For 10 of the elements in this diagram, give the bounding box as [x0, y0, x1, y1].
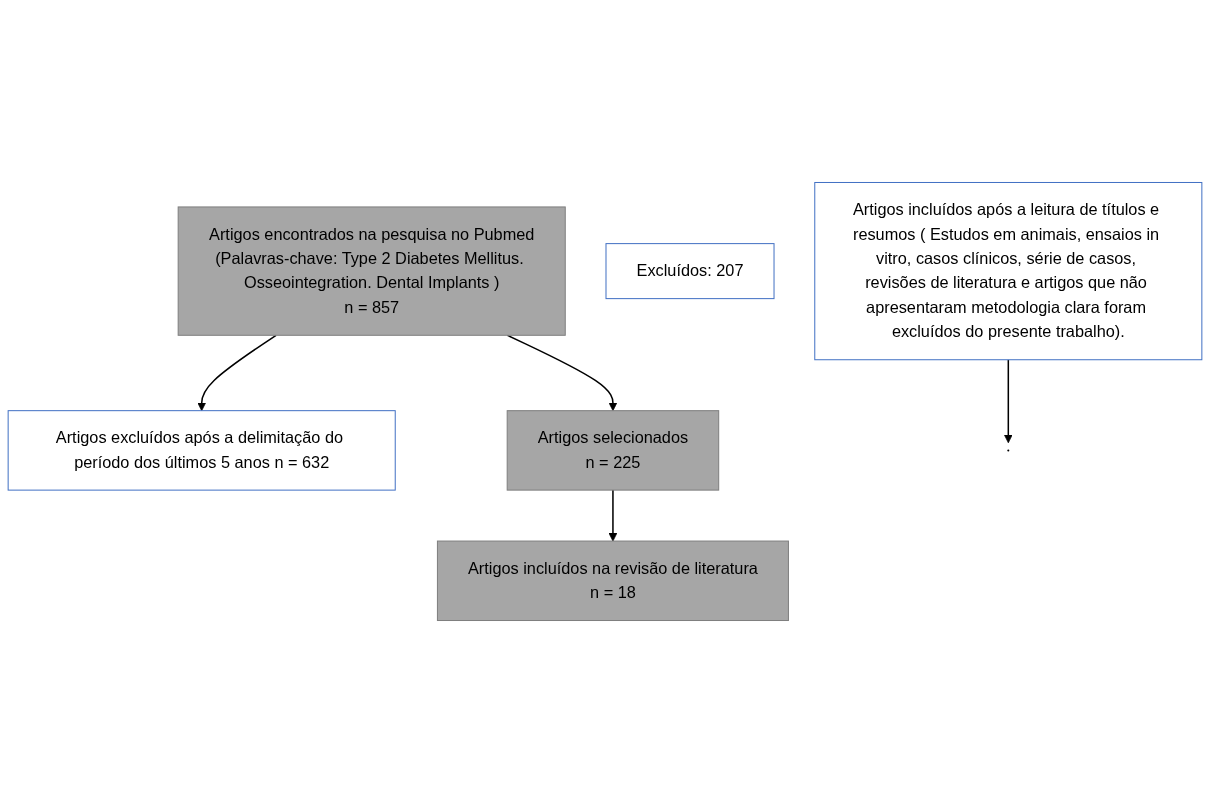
node-box: Artigos selecionados n = 225: [506, 410, 720, 491]
arrow: [506, 334, 618, 412]
arrow: [197, 334, 277, 412]
node-box: Artigos encontrados na pesquisa no Pubmed (Palavras-chave: Type 2 Diabetes Mellitus. Osseointegration. Dental Implants ) n = 857: [177, 206, 566, 336]
node-box: Excluídos: 207: [605, 243, 775, 300]
node-box: Artigos excluídos após a delimitação do período dos últimos 5 anos n = 632: [7, 410, 396, 491]
arrow: [1003, 358, 1013, 444]
node-box: Artigos incluídos na revisão de literatura n = 18: [436, 540, 789, 621]
node-box: Artigos incluídos após a leitura de títulos e resumos ( Estudos em animais, ensaios in vitro, casos clínicos, série de casos, revisões de literatura e artigos que não apresentaram metodologia clara foram excluídos do presente trabalho).: [814, 182, 1203, 361]
arrow: [608, 489, 618, 542]
